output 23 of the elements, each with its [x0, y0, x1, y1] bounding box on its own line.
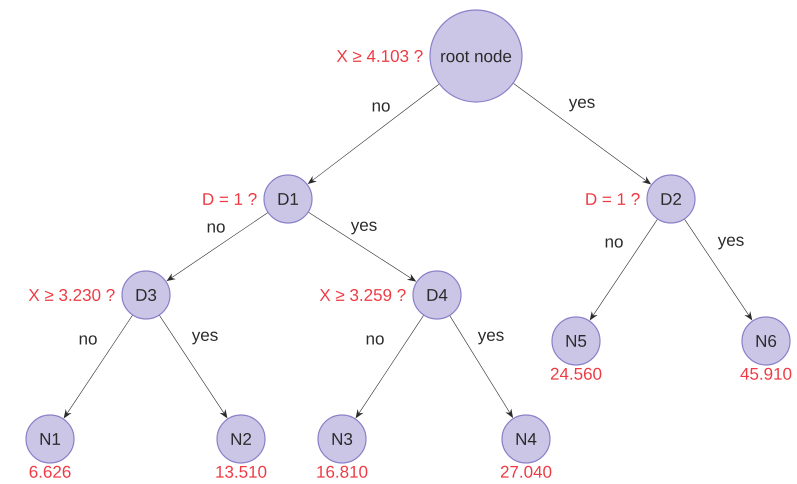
- edge-label: no: [78, 334, 98, 346]
- edge-label: yes: [350, 220, 378, 236]
- value-label: 13.510: [216, 466, 266, 478]
- condition-label: D = 1 ?: [586, 193, 640, 205]
- value-label: 45.910: [740, 368, 792, 380]
- edge-label: no: [370, 101, 392, 113]
- value-label: 24.560: [550, 368, 602, 380]
- condition-label: X ≥ 3.259 ?: [320, 288, 406, 302]
- condition-label: X ≥ 3.230 ?: [28, 288, 115, 302]
- edge-label: yes: [716, 236, 746, 250]
- value-label: 6.626: [30, 466, 71, 478]
- edge-label: yes: [568, 98, 596, 112]
- arrow: [356, 315, 424, 418]
- condition-label: D = 1 ?: [203, 193, 257, 205]
- edge-label: no: [364, 334, 386, 346]
- value-label: 16.810: [317, 466, 368, 478]
- condition-label: X ≥ 4.103 ?: [336, 50, 423, 62]
- value-label: 27.040: [500, 466, 552, 478]
- edge-label: no: [604, 237, 624, 249]
- arrow: [159, 315, 228, 418]
- edge-label: no: [206, 222, 226, 234]
- edge-label: yes: [190, 330, 220, 346]
- edge-label: yes: [476, 330, 506, 346]
